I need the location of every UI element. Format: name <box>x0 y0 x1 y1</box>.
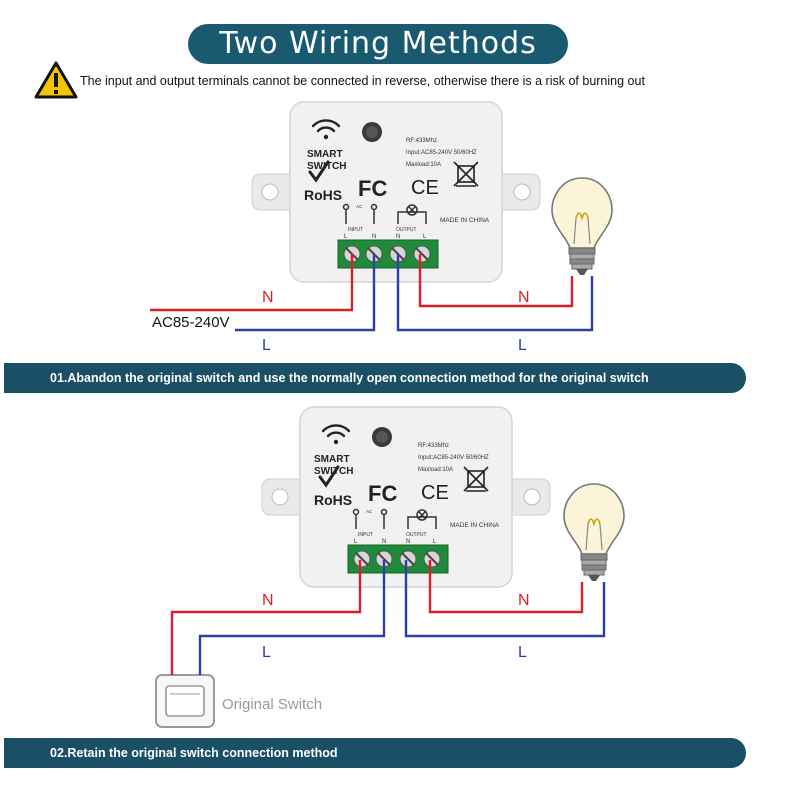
terminal-label-4: L <box>423 234 427 240</box>
ac-label: AC <box>366 509 373 514</box>
terminal-label-1: L <box>354 539 358 545</box>
spec-rf: RF:433Mhz <box>406 138 437 144</box>
method-1-banner: 01.Abandon the original switch and use t… <box>4 363 746 393</box>
wires-diagram-2 <box>170 560 606 675</box>
brand-line1: SMART <box>314 454 350 465</box>
terminal-label-2: N <box>372 234 376 240</box>
brand-line1: SMART <box>307 149 343 160</box>
wire-n-right-2: N <box>518 592 530 609</box>
warning-row: The input and output terminals cannot be… <box>34 60 794 100</box>
terminal-label-4: L <box>433 539 437 545</box>
output-label: OUTPUT <box>406 532 427 538</box>
voltage-label: AC85-240V <box>152 314 230 331</box>
spec-rf: RF:433Mhz <box>418 443 449 449</box>
terminal-label-3: N <box>396 234 400 240</box>
ac-label: AC <box>356 204 363 209</box>
rohs-mark: RoHS <box>304 187 342 203</box>
fc-mark: FC <box>358 176 387 201</box>
made-in-label: MADE IN CHINA <box>440 217 490 224</box>
bulb-diagram-2 <box>563 483 625 582</box>
wire-l-left-2: L <box>262 644 271 661</box>
fc-mark: FC <box>368 481 397 506</box>
device-1-labels: SMART SWITCH RF:433Mhz Input:AC85-240V 5… <box>304 138 490 240</box>
wires-diagram-1 <box>150 254 594 332</box>
wire-n-left-1: N <box>262 289 274 306</box>
input-label: INPUT <box>348 227 363 233</box>
method-2-banner: 02.Retain the original switch connection… <box>4 738 746 768</box>
wire-l-right-2: L <box>518 644 527 661</box>
spec-load: Maxload:10A <box>406 162 441 168</box>
terminal-label-1: L <box>344 234 348 240</box>
warning-icon <box>34 61 78 99</box>
spec-input: Input:AC85-240V 50/60HZ <box>406 150 477 156</box>
input-label: INPUT <box>358 532 373 538</box>
spec-load: Maxload:10A <box>418 467 453 473</box>
device-diagram-1 <box>250 100 542 284</box>
spec-input: Input:AC85-240V 50/60HZ <box>418 455 489 461</box>
made-in-label: MADE IN CHINA <box>450 522 500 529</box>
brand-line2: SWITCH <box>307 161 346 172</box>
device-2-labels: SMART SWITCH RF:433Mhz Input:AC85-240V 5… <box>314 443 500 545</box>
wire-l-right-1: L <box>518 337 527 354</box>
wire-n-right-1: N <box>518 289 530 306</box>
page-title: Two Wiring Methods <box>188 24 568 64</box>
warning-text: The input and output terminals cannot be… <box>80 74 645 88</box>
ce-mark: CE <box>411 177 439 199</box>
bulb-diagram-1 <box>551 177 613 276</box>
ce-mark: CE <box>421 482 449 504</box>
rohs-mark: RoHS <box>314 492 352 508</box>
original-switch-label: Original Switch <box>222 696 322 713</box>
wire-n-left-2: N <box>262 592 274 609</box>
brand-line2: SWITCH <box>314 466 353 477</box>
wire-l-left-1: L <box>262 337 271 354</box>
original-switch-icon <box>155 674 215 728</box>
terminal-label-2: N <box>382 539 386 545</box>
output-label: OUTPUT <box>396 227 417 233</box>
terminal-label-3: N <box>406 539 410 545</box>
